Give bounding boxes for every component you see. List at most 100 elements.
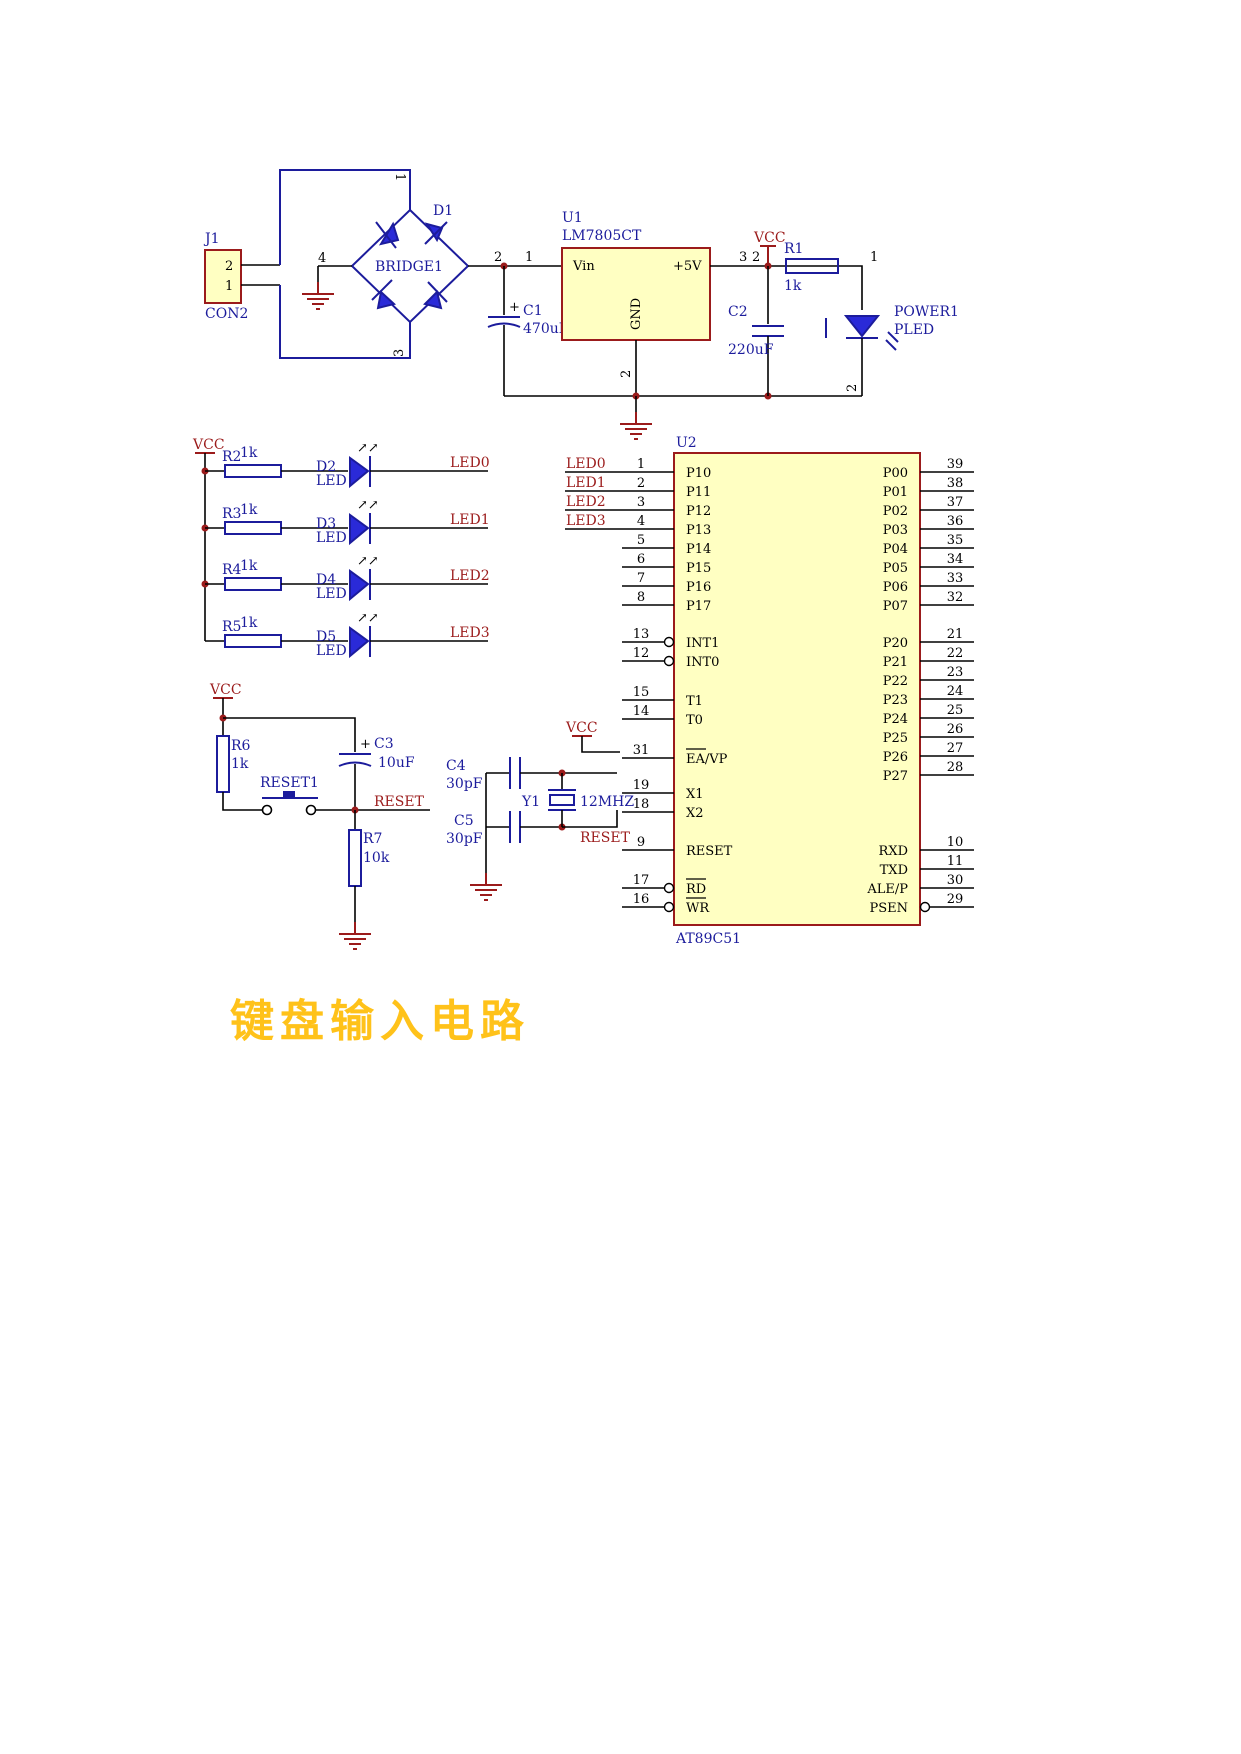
led-diode-ref: D3 — [316, 516, 336, 532]
mcu-pin-name: P22 — [883, 674, 908, 689]
led-diode-ref: D4 — [316, 572, 336, 588]
mcu-pin-name: EA/VP — [686, 752, 728, 767]
r7-resistor — [348, 829, 362, 887]
mcu-pin-name: P07 — [883, 599, 908, 614]
mcu-pin-number: 3 — [637, 495, 645, 510]
mcu-pin-number: 6 — [637, 552, 645, 567]
pin-bubble-icon — [663, 901, 675, 913]
j1-ref: J1 — [203, 231, 220, 247]
mcu-pin-number: 7 — [637, 571, 645, 586]
mcu-pin-name: T0 — [686, 713, 703, 728]
mcu-pin-name: P27 — [883, 769, 908, 784]
mcu-pin-name: P16 — [686, 580, 711, 595]
mcu-pin-name: P15 — [686, 561, 711, 576]
r6-ref: R6 — [231, 738, 251, 754]
bridge-pin-2: 2 — [494, 250, 502, 265]
led-row: ↗↗ R3 1k D3 LED LED1 — [205, 498, 490, 546]
c3-plus: + — [360, 737, 371, 752]
r6-resistor — [216, 735, 230, 793]
mcu-pin-number: 19 — [633, 778, 650, 793]
led-vcc-label: VCC — [192, 437, 225, 453]
mcu-pin-name: INT1 — [686, 636, 719, 651]
pin-bubble-icon — [663, 636, 675, 648]
mcu-pin-name: P11 — [686, 485, 711, 500]
c4-value: 30pF — [446, 776, 483, 792]
circuit-caption: 键盘输入电路 — [230, 996, 530, 1047]
mcu-pin-number: 12 — [633, 646, 650, 661]
u1-pin-in: 1 — [525, 250, 533, 265]
power-led-pin-2: 2 — [845, 384, 860, 392]
mcu-pin-name: INT0 — [686, 655, 719, 670]
mcu-pin-name: P21 — [883, 655, 908, 670]
led-diode-type: LED — [316, 473, 347, 489]
crystal-reset-net: RESET — [580, 830, 631, 846]
pin-bubble-icon — [919, 901, 931, 913]
pin-bubble-icon — [663, 655, 675, 667]
mcu-pin-number: 11 — [947, 854, 964, 869]
bridge-pin-3: 3 — [392, 349, 407, 357]
c2-value: 220uF — [728, 342, 774, 358]
led-resistor-value: 1k — [240, 615, 258, 631]
mcu-pin-number: 37 — [947, 495, 964, 510]
reset-vcc-label: VCC — [209, 682, 242, 698]
mcu-pin-name: P13 — [686, 523, 711, 538]
y1-ref: Y1 — [521, 794, 540, 810]
r7-ref: R7 — [363, 831, 382, 847]
mcu-pin-name: TXD — [880, 863, 908, 878]
mcu-pin-name: P03 — [883, 523, 908, 538]
mcu-pin-name: P20 — [883, 636, 908, 651]
mcu-pin-number: 31 — [633, 743, 650, 758]
mcu-pin-number: 34 — [947, 552, 964, 567]
led-resistor-value: 1k — [240, 502, 258, 518]
led-resistor-ref: R4 — [222, 562, 242, 578]
ground-icon — [338, 921, 372, 950]
crystal-section: C4 30pF C5 30pF Y1 12MHZ VCC RESET — [446, 720, 634, 901]
mcu-pin-number: 39 — [947, 457, 964, 472]
ea-vcc-label: VCC — [565, 720, 598, 736]
c5-ref: C5 — [454, 813, 474, 829]
mcu-pin-number: 14 — [633, 704, 650, 719]
mcu-pin-number: 8 — [637, 590, 645, 605]
mcu-pin-number: 28 — [947, 760, 964, 775]
mcu-pin-number: 18 — [633, 797, 650, 812]
mcu-pin-number: 23 — [947, 665, 964, 680]
mcu-pin-name: ALE/P — [866, 882, 908, 897]
mcu-pin-name: X1 — [686, 787, 704, 802]
mcu-pin-name: P26 — [883, 750, 908, 765]
mcu-pin-name: RESET — [686, 844, 733, 859]
reset-switch-icon — [261, 791, 318, 816]
led-resistor-value: 1k — [240, 558, 258, 574]
mcu-pin-name: P04 — [883, 542, 908, 557]
led-row: ↗↗ R4 1k D4 LED LED2 — [205, 554, 490, 602]
mcu-pin-number: 30 — [947, 873, 964, 888]
power-supply-section: J1 2 1 CON2 1 3 D1 BRIDGE1 4 2 — [203, 169, 959, 440]
reset-section: VCC R6 1k + C3 10uF RESET1 RESET R7 10k — [209, 682, 430, 950]
led-diode-ref: D5 — [316, 629, 336, 645]
power-led-pin-1: 1 — [870, 250, 878, 265]
mcu-pin-number: 9 — [637, 835, 645, 850]
mcu-pin-name: P23 — [883, 693, 908, 708]
mcu-pin-name: P17 — [686, 599, 711, 614]
c3-ref: C3 — [374, 736, 394, 752]
r7-value: 10k — [363, 850, 390, 866]
c1-plus: + — [509, 300, 520, 315]
mcu-pin-name: P01 — [883, 485, 908, 500]
mcu-pin-name: P06 — [883, 580, 908, 595]
bridge-name: BRIDGE1 — [375, 259, 443, 275]
mcu-pin-name: T1 — [686, 694, 703, 709]
mcu-pin-name: P10 — [686, 466, 711, 481]
led-resistor-ref: R2 — [222, 449, 241, 465]
mcu-pin-name: RD — [686, 882, 706, 897]
mcu-pin-name: PSEN — [869, 901, 908, 916]
c1-ref: C1 — [523, 303, 543, 319]
reset-switch-ref: RESET1 — [260, 775, 319, 791]
led-diode-type: LED — [316, 530, 347, 546]
u1-out-label: +5V — [673, 259, 702, 274]
j1-connector — [204, 249, 242, 304]
mcu-pin-name: P25 — [883, 731, 908, 746]
bridge-diode — [371, 221, 448, 310]
mcu-pin-number: 4 — [637, 514, 645, 529]
power-led-icon — [825, 315, 899, 351]
y1-value: 12MHZ — [580, 794, 634, 810]
mcu-pin-number: 29 — [947, 892, 964, 907]
